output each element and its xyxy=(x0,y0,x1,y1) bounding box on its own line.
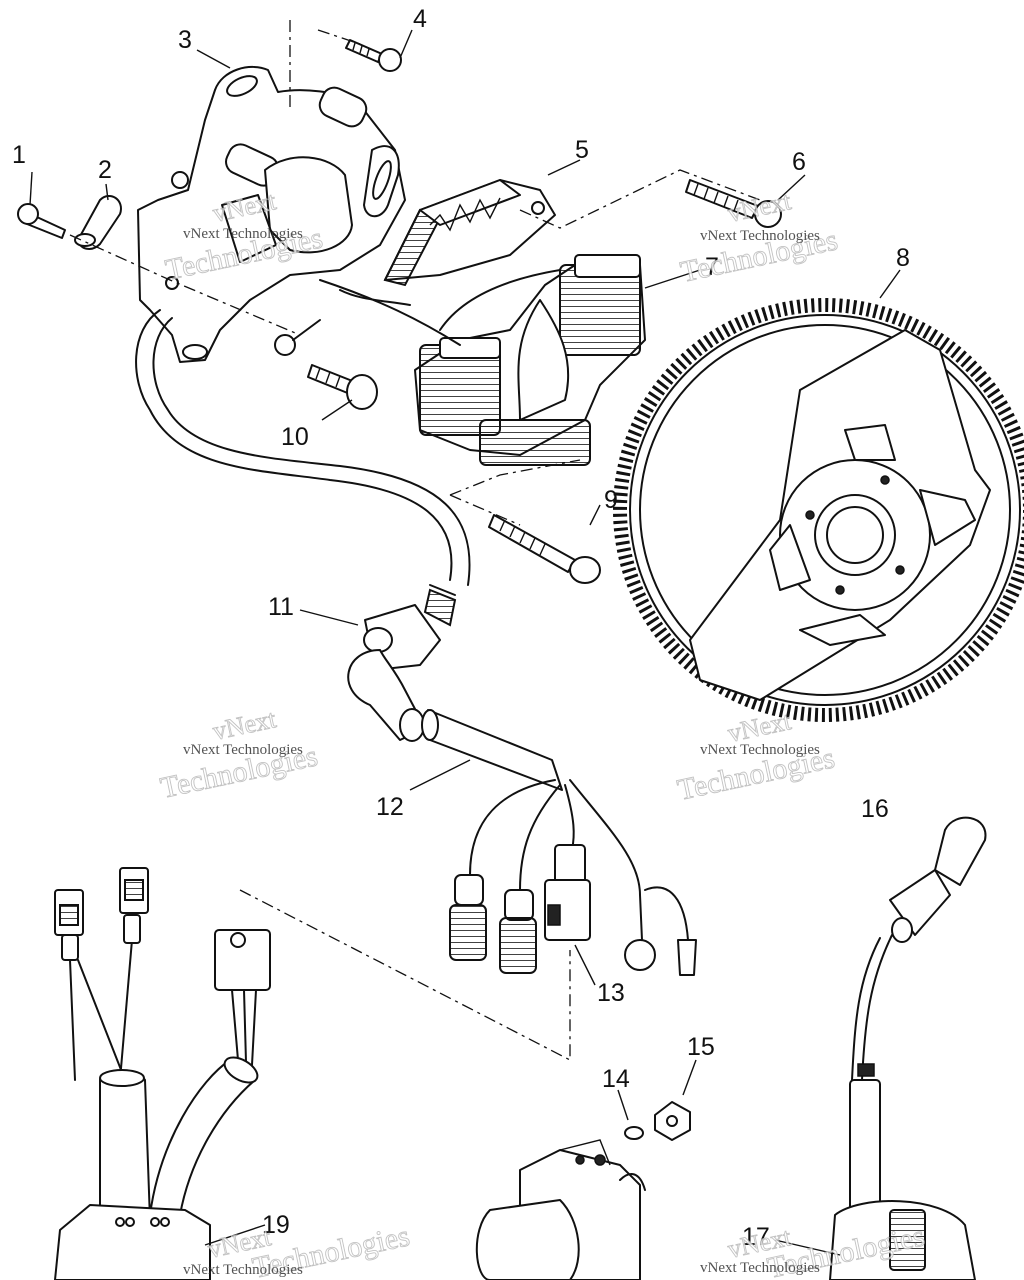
module-5 xyxy=(339,159,581,306)
callout-12: 12 xyxy=(376,793,404,821)
wm-small-2: vNext Technologies xyxy=(700,228,820,244)
callout-5: 5 xyxy=(575,136,589,164)
wm-big-2a: vNext xyxy=(725,186,794,228)
screw-4 xyxy=(345,29,413,72)
wm-small-6: vNext Technologies xyxy=(700,1260,820,1276)
cdi-box-19 xyxy=(54,867,271,1280)
axis-line-4 xyxy=(289,20,361,110)
callout-14: 14 xyxy=(602,1065,630,1093)
leader-17 xyxy=(774,1239,841,1256)
callout-17: 17 xyxy=(742,1223,770,1251)
screw-1 xyxy=(17,171,66,239)
spark-lead-16 xyxy=(829,816,987,1280)
nut-15 xyxy=(654,1059,697,1141)
conduit-12 xyxy=(347,649,563,791)
callout-13: 13 xyxy=(597,979,625,1007)
callout-labels: 1 2 3 4 5 6 7 8 9 10 11 12 13 14 15 16 1… xyxy=(12,5,910,1251)
callout-1: 1 xyxy=(12,141,26,169)
callout-11: 11 xyxy=(268,593,294,621)
watermark-top-right: vNext Technologies vNext Technologies xyxy=(677,186,841,290)
wm-small-5: vNext Technologies xyxy=(183,1262,303,1278)
watermark-mid-right: vNext Technologies vNext Technologies xyxy=(674,706,838,808)
callout-3: 3 xyxy=(178,26,192,54)
connectors-13 xyxy=(449,779,697,986)
wm-small-3: vNext Technologies xyxy=(183,742,303,758)
callout-8: 8 xyxy=(896,244,910,272)
callout-4: 4 xyxy=(413,5,427,33)
wm-small-4: vNext Technologies xyxy=(700,742,820,758)
bolt-6 xyxy=(685,174,806,228)
callout-15: 15 xyxy=(687,1033,715,1061)
wm-small-1: vNext Technologies xyxy=(183,226,303,242)
stator-plate xyxy=(137,65,406,363)
axis-line-5-6 xyxy=(519,169,761,229)
washer-14 xyxy=(617,1089,644,1140)
screw-10 xyxy=(307,364,378,421)
watermark-bottom-left: vNext Technologies vNext Technologies xyxy=(183,1219,413,1280)
axis-line-9 xyxy=(449,459,581,526)
ring-terminal xyxy=(274,334,296,356)
ground-wire xyxy=(292,319,321,341)
callout-10: 10 xyxy=(281,423,309,451)
leader-3 xyxy=(196,49,231,69)
callout-9: 9 xyxy=(604,486,618,514)
wm-big-3a: vNext xyxy=(210,704,279,746)
solenoid xyxy=(475,1139,646,1280)
axis-line-13 xyxy=(239,889,571,1062)
wire-harness xyxy=(135,309,471,596)
axis-line-1 xyxy=(69,234,301,336)
clamp-2 xyxy=(74,183,122,250)
callout-7: 7 xyxy=(705,253,719,281)
watermark-mid-left: vNext Technologies vNext Technologies xyxy=(157,704,321,806)
callout-19: 19 xyxy=(262,1211,290,1239)
flywheel-8 xyxy=(613,269,1024,722)
stator-7 xyxy=(319,254,701,466)
bolt-9 xyxy=(488,504,601,584)
callout-2: 2 xyxy=(98,156,112,184)
callout-16: 16 xyxy=(861,795,889,823)
callout-6: 6 xyxy=(792,148,806,176)
